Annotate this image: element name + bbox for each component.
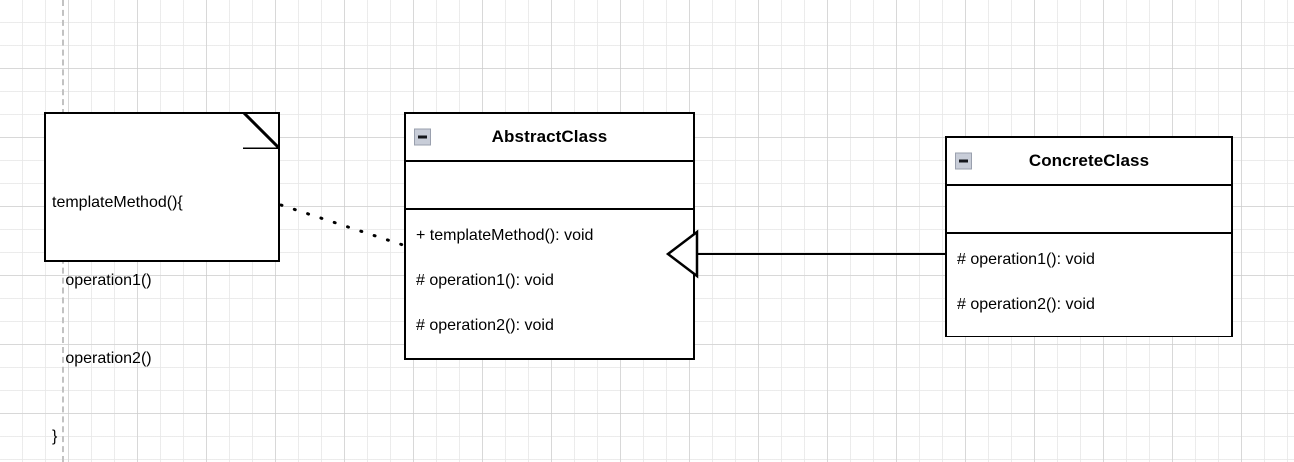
note-line: operation2() (52, 350, 152, 367)
class-method: # operation1(): void (957, 251, 1095, 268)
note-line: templateMethod(){ (52, 194, 183, 211)
class-attributes-compartment (947, 186, 1231, 234)
note-shape[interactable]: templateMethod(){ operation1() operation… (44, 112, 280, 445)
class-method: + templateMethod(): void (416, 227, 594, 244)
note-text: templateMethod(){ operation1() operation… (52, 138, 183, 462)
minus-icon[interactable] (414, 128, 431, 146)
class-title-bar[interactable]: AbstractClass (406, 114, 693, 162)
note-line: operation1() (52, 272, 152, 289)
class-name: AbstractClass (491, 127, 608, 146)
note-link-connector[interactable] (279, 203, 405, 247)
class-name: ConcreteClass (1028, 151, 1150, 170)
note-fold-corner (243, 112, 280, 149)
class-methods-compartment: # operation1(): void # operation2(): voi… (947, 234, 1231, 336)
class-attributes-compartment (406, 162, 693, 210)
class-box-abstractclass[interactable]: AbstractClass + templateMethod(): void #… (404, 112, 695, 360)
class-method: # operation1(): void (416, 272, 554, 289)
note-inner: templateMethod(){ operation1() operation… (46, 112, 280, 445)
class-method: # operation2(): void (416, 317, 554, 334)
class-title-bar[interactable]: ConcreteClass (947, 138, 1231, 186)
generalization-connector[interactable] (665, 229, 945, 279)
note-line: } (52, 428, 58, 445)
minus-icon[interactable] (955, 152, 972, 170)
class-method: # operation2(): void (957, 296, 1095, 313)
class-methods-compartment: + templateMethod(): void # operation1():… (406, 210, 693, 357)
class-box-concreteclass[interactable]: ConcreteClass # operation1(): void # ope… (945, 136, 1233, 337)
